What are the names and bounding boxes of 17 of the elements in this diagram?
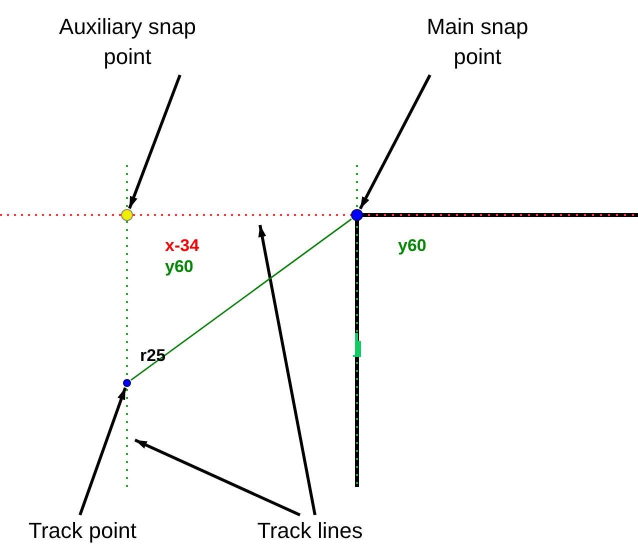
coordinate-label: x-34: [165, 236, 200, 256]
arrow: [258, 224, 316, 516]
coordinate-label: r25: [140, 346, 166, 366]
snap-point-marker: [123, 379, 131, 387]
connector-line: [130, 218, 352, 381]
snap-point-marker: [351, 209, 363, 221]
coordinate-label: y60: [165, 257, 194, 277]
snap-point-marker: [121, 209, 133, 221]
callout-text: Main snap point: [426, 12, 530, 71]
coordinate-label: y60: [398, 236, 426, 256]
arrow: [128, 74, 182, 209]
arrow: [78, 387, 127, 516]
callout-text: Track point: [28, 517, 136, 545]
arrow: [134, 438, 301, 516]
arrow: [358, 74, 432, 210]
callout-text: Auxiliary snap point: [58, 12, 197, 71]
callout-text: Track lines: [257, 517, 363, 545]
